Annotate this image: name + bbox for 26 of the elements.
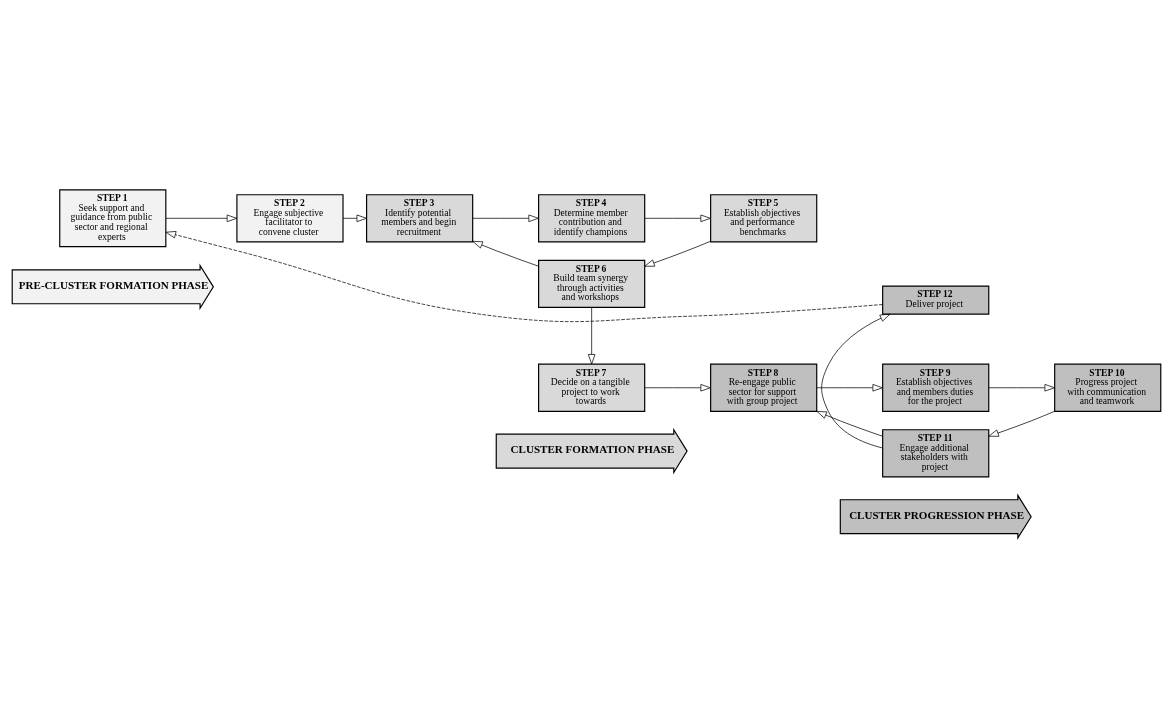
arrow <box>816 410 883 437</box>
arrow <box>816 383 883 391</box>
arrow <box>165 230 883 322</box>
node-box: STEP 3 Identify potential members and begin recruitment <box>366 193 474 242</box>
arrow <box>988 410 1055 437</box>
node-box: STEP 10 Progress project with communication and teamwork <box>1054 363 1162 412</box>
arrow <box>342 214 367 222</box>
node-box: STEP 8 Re-engage public sector for support with group project <box>710 363 818 412</box>
node-box: STEP 5 Establish objectives and performance benchmarks <box>710 193 818 242</box>
node-box: STEP 7 Decide on a tangible project to work towards <box>538 363 646 412</box>
node-box: STEP 1 Seek support and guidance from public sector and regional experts <box>59 188 167 247</box>
node-box: STEP 11 Engage additional stakeholders with project <box>882 428 990 477</box>
arrow <box>587 306 596 364</box>
node-box: STEP 6 Build team synergy through activities and workshops <box>538 259 646 308</box>
arrow <box>472 214 539 222</box>
arrow <box>821 313 891 448</box>
node-box: STEP 4 Determine member contribution and identify champions <box>538 193 646 242</box>
node-box: STEP 2 Engage subjective facilitator to convene cluster <box>236 193 344 242</box>
arrow <box>472 240 539 267</box>
node-box: STEP 12 Deliver project <box>882 285 990 315</box>
arrow <box>644 214 711 222</box>
node-box: STEP 9 Establish objectives and members duties for the project <box>882 363 990 412</box>
arrow <box>988 383 1055 391</box>
arrow <box>644 383 711 391</box>
arrow <box>165 214 238 222</box>
arrow <box>644 240 711 267</box>
